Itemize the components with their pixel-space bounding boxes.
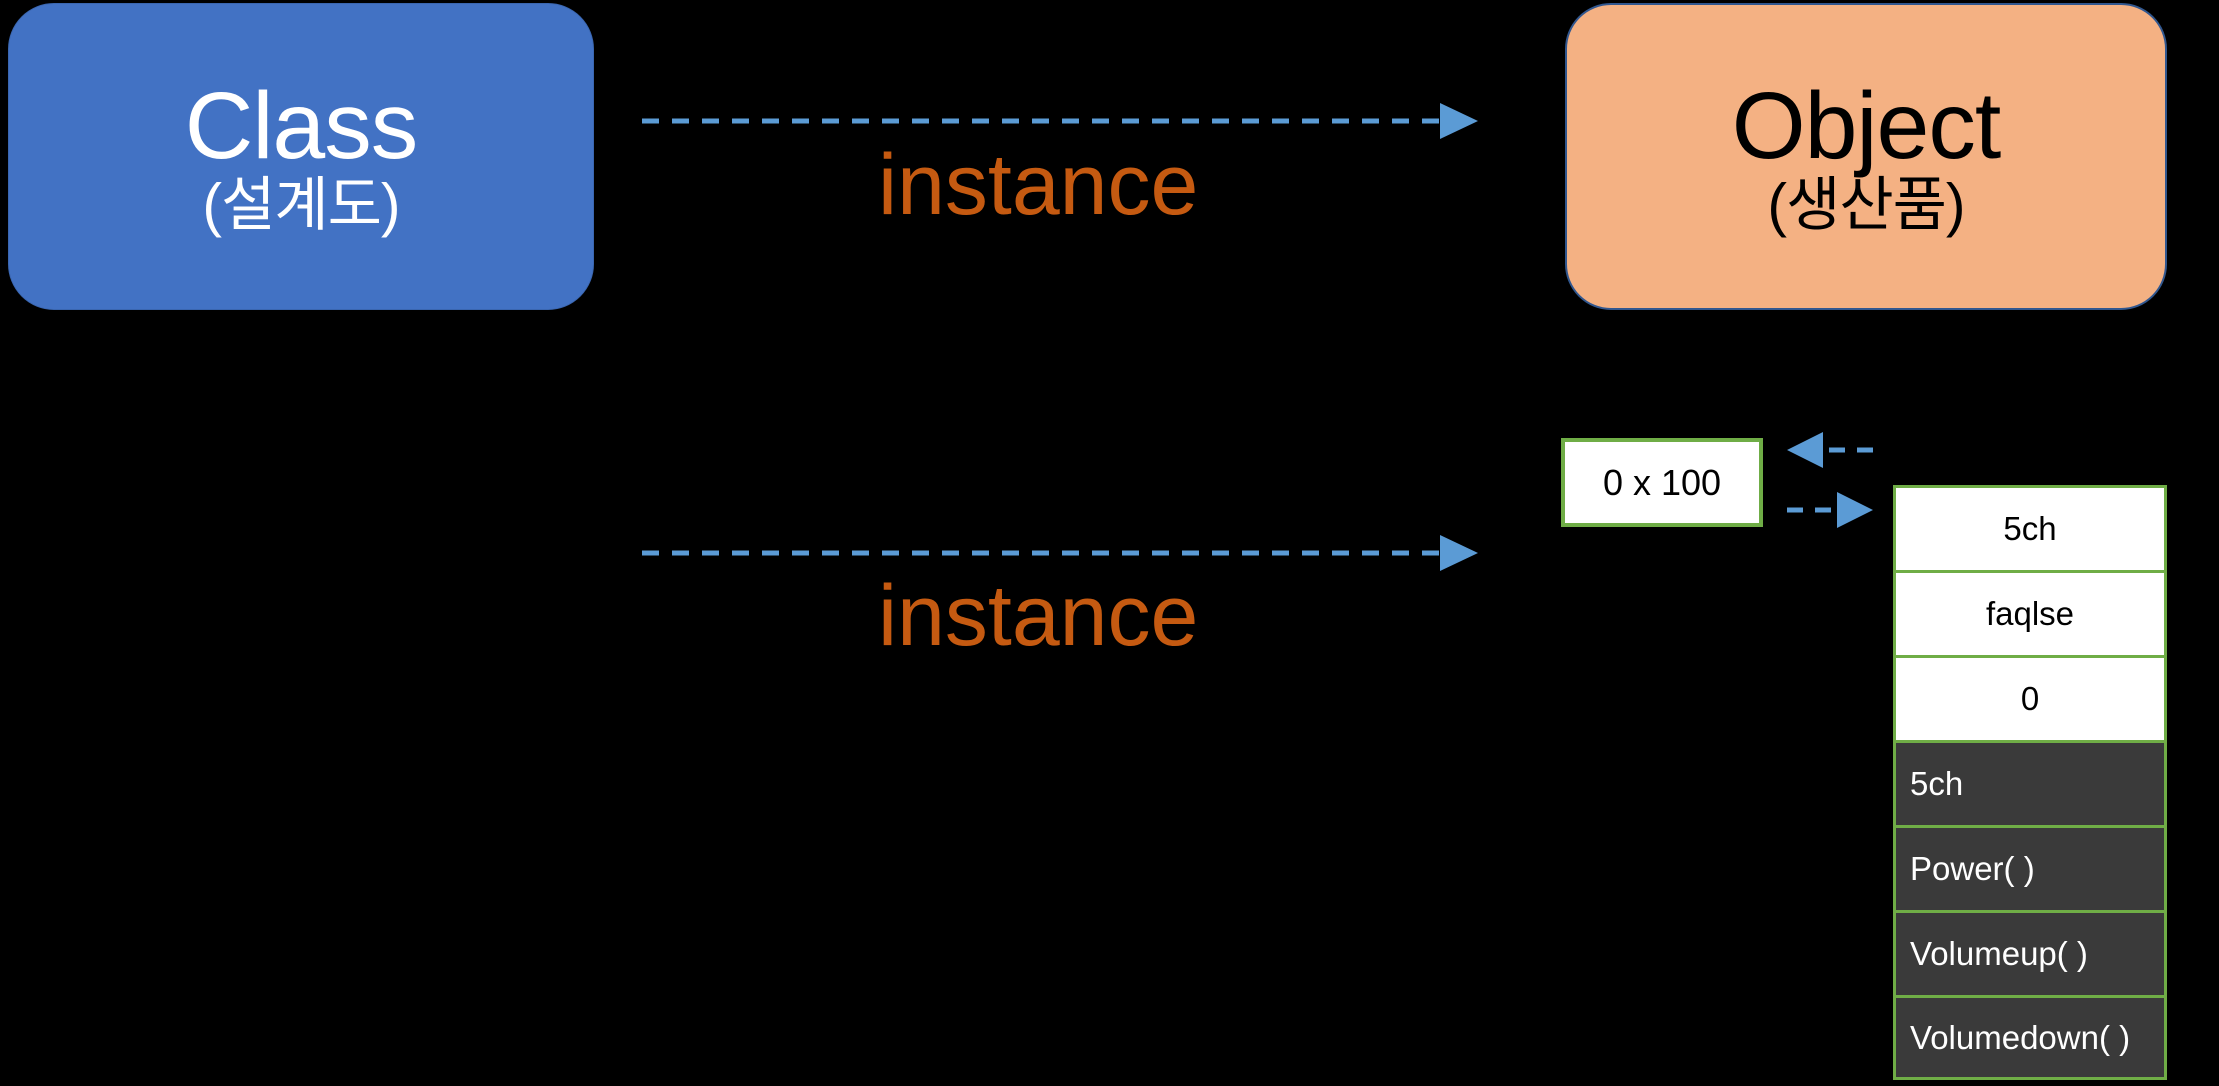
table-row: 5ch (1893, 740, 2167, 825)
object-box-title: Object (1731, 72, 2002, 179)
member-method-value: Volumeup( ) (1910, 935, 2088, 972)
member-method-value: Volumedown( ) (1910, 1018, 2131, 1056)
class-box-title: Class (184, 72, 419, 179)
member-method-value: Power( ) (1910, 850, 2035, 887)
memory-address-value: 0 x 100 (1602, 461, 1722, 503)
reference-arrow-left-icon (1787, 432, 1873, 468)
instance-arrow-bottom-icon (642, 535, 1478, 571)
table-row: 0 (1893, 655, 2167, 740)
member-field-value: faqlse (1985, 595, 2075, 632)
object-member-table: 5ch faqlse 0 5ch Power( ) Volumeup( ) Vo… (1893, 485, 2167, 1080)
table-row: faqlse (1893, 570, 2167, 655)
table-row: Volumedown( ) (1893, 995, 2167, 1080)
object-box-subtitle: (생산품) (1767, 171, 1965, 238)
table-row: 5ch (1893, 485, 2167, 570)
table-row: Power( ) (1893, 825, 2167, 910)
table-row: Volumeup( ) (1893, 910, 2167, 995)
class-box: Class (설계도) (8, 3, 594, 310)
member-field-value: 5ch (2003, 510, 2057, 547)
member-field-value: 0 (2020, 680, 2040, 717)
member-method-value: 5ch (1910, 765, 1964, 802)
instance-arrow-top-icon (642, 103, 1478, 139)
instance-label-bottom: instance (878, 568, 1199, 664)
object-box: Object (생산품) (1565, 3, 2167, 310)
reference-arrow-right-icon (1787, 492, 1873, 528)
memory-address-box: 0 x 100 (1561, 438, 1763, 527)
instance-label-top: instance (878, 137, 1199, 233)
class-box-subtitle: (설계도) (202, 171, 400, 238)
